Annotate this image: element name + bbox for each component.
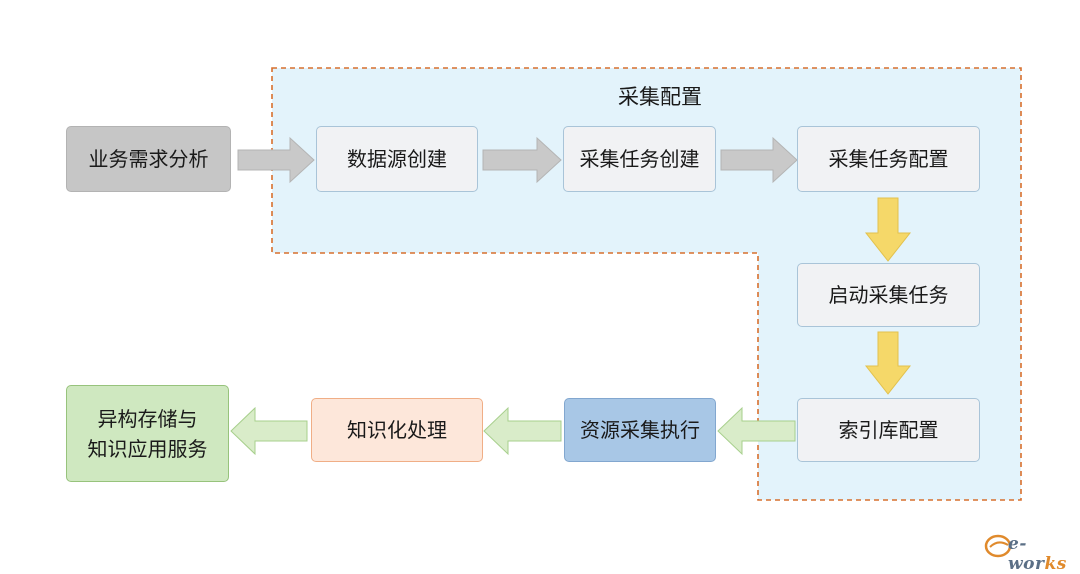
- step-index-config: 索引库配置: [797, 398, 980, 462]
- region-title: 采集配置: [618, 85, 702, 109]
- arrow-right-2: [482, 136, 562, 184]
- arrow-down-1: [864, 197, 912, 262]
- step-knowledge-process: 知识化处理: [311, 398, 483, 462]
- arrow-left-2: [483, 406, 562, 456]
- arrow-left-1: [717, 406, 796, 456]
- step-label: 业务需求分析: [88, 147, 209, 171]
- arrow-down-2: [864, 331, 912, 395]
- step-label: 采集任务配置: [828, 147, 949, 171]
- step-label: 索引库配置: [838, 418, 939, 442]
- step-storage-service: 异构存储与 知识应用服务: [66, 385, 229, 482]
- e-works-logo-icon: [984, 534, 1012, 558]
- step-resource-collect: 资源采集执行: [564, 398, 716, 462]
- step-label: 资源采集执行: [580, 418, 700, 442]
- step-label-line-1: 异构存储与: [97, 406, 198, 431]
- arrow-right-3: [720, 136, 798, 184]
- step-label: 启动采集任务: [828, 283, 949, 307]
- logo-suffix: ks: [1044, 554, 1067, 574]
- step-business-analysis: 业务需求分析: [66, 126, 231, 192]
- step-task-config: 采集任务配置: [797, 126, 980, 192]
- step-task-start: 启动采集任务: [797, 263, 980, 327]
- arrow-left-3: [230, 406, 308, 456]
- step-task-create: 采集任务创建: [563, 126, 716, 192]
- step-label: 数据源创建: [347, 147, 447, 171]
- logo-prefix: e-wor: [1008, 534, 1045, 574]
- e-works-logo: e-works: [1008, 534, 1080, 574]
- step-datasource-create: 数据源创建: [316, 126, 478, 192]
- step-label-line-2: 知识应用服务: [87, 436, 208, 461]
- step-label: 采集任务创建: [579, 147, 700, 171]
- step-label: 知识化处理: [347, 418, 447, 442]
- arrow-right-1: [237, 136, 315, 184]
